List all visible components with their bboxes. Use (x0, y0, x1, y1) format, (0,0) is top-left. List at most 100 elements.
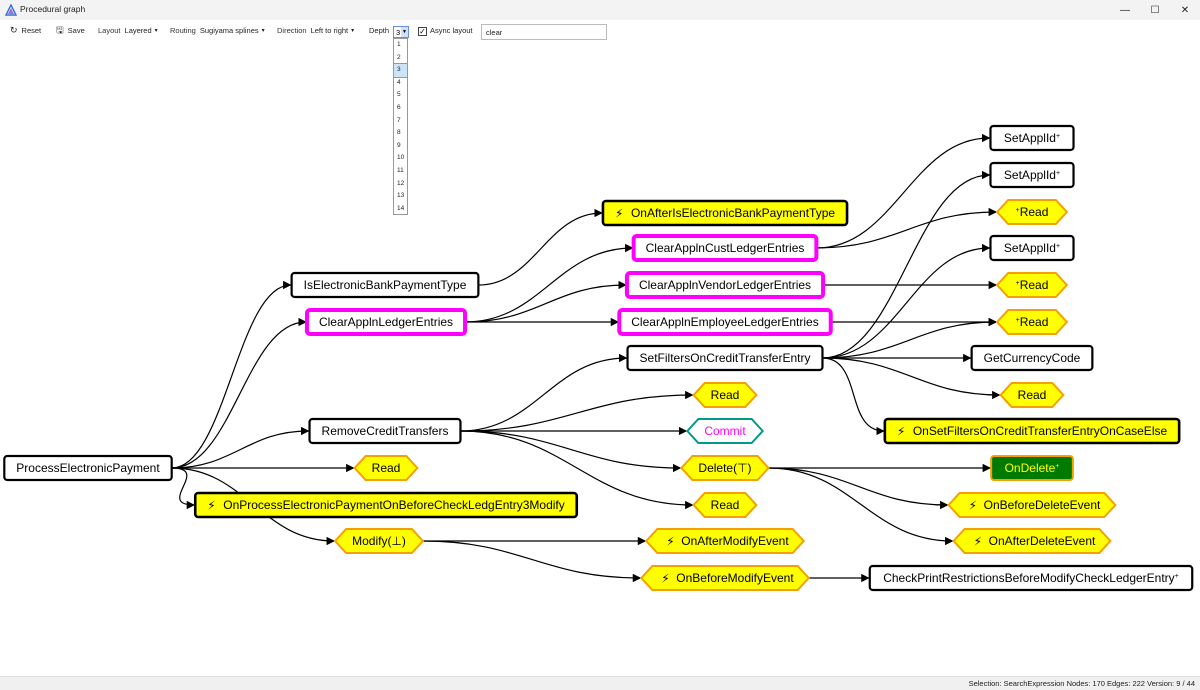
depth-option[interactable]: 5 (397, 91, 401, 99)
reset-button[interactable]: ↻ Reset (10, 25, 41, 36)
routing-dropdown[interactable]: Routing Sugiyama splines ▾ (170, 26, 265, 35)
depth-option[interactable]: 1 (397, 41, 401, 48)
graph-node-oade[interactable]: ⚡ OnAfterDeleteEvent (952, 528, 1112, 554)
graph-node-sai1[interactable]: SetApplId+ (989, 124, 1075, 152)
graph-node-read2[interactable]: Read (692, 382, 758, 408)
graph-node-read4[interactable]: +Read (995, 199, 1069, 225)
graph-node-ondelete[interactable]: OnDelete+ (990, 455, 1074, 481)
layout-dropdown[interactable]: Layout Layered ▾ (98, 26, 158, 35)
node-shape (304, 308, 468, 336)
graph-node-osfocte[interactable]: ⚡OnSetFiltersOnCreditTransferEntryOnCase… (883, 417, 1181, 445)
node-label: OnBeforeModifyEvent (676, 571, 794, 585)
save-button[interactable]: 🖫 Save (56, 26, 85, 36)
graph-node-oaiebpt[interactable]: ⚡OnAfterIsElectronicBankPaymentType (601, 199, 849, 227)
depth-option[interactable]: 2 (397, 53, 401, 61)
graph-node-capcust[interactable]: ClearApplnCustLedgerEntries (631, 234, 819, 262)
graph-node-iebpt[interactable]: IsElectronicBankPaymentType (290, 271, 480, 299)
depth-option[interactable]: 4 (397, 78, 401, 86)
graph-node-oame[interactable]: ⚡OnAfterModifyEvent (644, 528, 806, 554)
depth-option[interactable]: 3 (393, 63, 408, 78)
graph-edge (171, 467, 196, 510)
async-layout-checkbox[interactable]: ✓ (418, 27, 427, 36)
graph-node-capemp[interactable]: ClearApplnEmployeeLedgerEntries (617, 308, 833, 336)
window-title: Procedural graph (20, 4, 86, 14)
direction-value: Left to right (310, 26, 349, 35)
depth-option[interactable]: 10 (397, 154, 405, 162)
node-label: GetCurrencyCode (984, 351, 1081, 365)
node-shape (990, 455, 1074, 481)
graph-canvas[interactable]: ProcessElectronicPayment IsElectronicBank… (0, 44, 1200, 676)
async-layout-label: Async layout (430, 26, 473, 35)
chevron-down-icon[interactable]: ▼ (401, 27, 408, 37)
minimize-button[interactable]: — (1120, 4, 1130, 16)
graph-edge (460, 430, 694, 510)
node-shape (3, 454, 173, 482)
graph-edge (768, 467, 954, 546)
lightning-icon: ⚡ (974, 535, 982, 549)
lightning-icon: ⚡ (661, 572, 669, 586)
graph-node-rct[interactable]: RemoveCreditTransfers (308, 417, 462, 445)
close-button[interactable]: ✕ (1180, 4, 1190, 16)
depth-option[interactable]: 12 (397, 179, 405, 187)
reset-icon: ↻ (10, 25, 18, 35)
node-shape (995, 199, 1069, 225)
lightning-icon: ⚡ (666, 535, 674, 549)
depth-option[interactable]: 8 (397, 129, 401, 137)
search-input[interactable]: clear (481, 24, 607, 40)
graph-node-pep[interactable]: ProcessElectronicPayment (3, 454, 173, 482)
graph-edge (822, 317, 997, 359)
graph-edge (422, 540, 642, 583)
node-shape (685, 418, 765, 444)
depth-option[interactable]: 9 (397, 141, 401, 149)
node-label: OnAfterDeleteEvent (989, 534, 1096, 548)
node-shape (601, 199, 849, 227)
graph-node-obme[interactable]: ⚡ OnBeforeModifyEvent (639, 565, 811, 591)
graph-node-read7[interactable]: Read (999, 382, 1065, 408)
graph-node-gcc[interactable]: GetCurrencyCode (970, 344, 1094, 372)
depth-value: 3 (396, 27, 401, 37)
routing-label: Routing (170, 26, 196, 35)
node-label: ClearApplnLedgerEntries (319, 315, 453, 329)
graph-node-caple[interactable]: ClearApplnLedgerEntries (304, 308, 468, 336)
graph-node-delete[interactable]: Delete(⊤) (680, 455, 770, 481)
maximize-button[interactable]: ☐ (1150, 4, 1160, 16)
node-label: ClearApplnCustLedgerEntries (646, 241, 805, 255)
direction-dropdown[interactable]: Direction Left to right ▾ (277, 26, 354, 35)
graph-node-sai3[interactable]: SetApplId+ (989, 234, 1075, 262)
graph-edge (465, 280, 627, 323)
lightning-icon: ⚡ (897, 425, 905, 439)
depth-option[interactable]: 13 (397, 192, 405, 200)
graph-node-sfocte[interactable]: SetFiltersOnCreditTransferEntry (626, 344, 824, 372)
depth-option[interactable]: 7 (397, 116, 401, 124)
graph-node-capvend[interactable]: ClearApplnVendorLedgerEntries (624, 271, 826, 299)
graph-node-read3[interactable]: Read (692, 492, 758, 518)
depth-option[interactable]: 6 (397, 103, 401, 111)
graph-node-cprb[interactable]: CheckPrintRestrictionsBeforeModifyCheckL… (868, 564, 1194, 592)
depth-option[interactable]: 14 (397, 204, 405, 212)
status-bar: Selection: SearchExpression Nodes: 170 E… (0, 676, 1200, 690)
depth-option[interactable]: 11 (397, 166, 404, 174)
node-label: RemoveCreditTransfers (322, 424, 449, 438)
graph-node-modify[interactable]: Modify(⊥) (333, 528, 425, 554)
graph-node-obde[interactable]: ⚡OnBeforeDeleteEvent (947, 492, 1117, 518)
node-label: OnAfterIsElectronicBankPaymentType (631, 206, 835, 220)
depth-select[interactable]: 3 ▼ (393, 26, 409, 38)
node-label: OnBeforeDeleteEvent (984, 498, 1101, 512)
graph-node-read6[interactable]: +Read (995, 309, 1069, 335)
graph-node-opep[interactable]: ⚡OnProcessElectronicPaymentOnBeforeCheck… (193, 491, 579, 519)
node-label: SetApplId+ (1004, 168, 1060, 182)
graph-node-read5[interactable]: +Read (995, 272, 1069, 298)
node-label: CheckPrintRestrictionsBeforeModifyCheckL… (883, 571, 1179, 585)
graph-node-commit[interactable]: Commit (685, 418, 765, 444)
title-bar: Procedural graph — ☐ ✕ (0, 0, 1200, 20)
lightning-icon: ⚡ (207, 499, 215, 513)
node-label: Commit (704, 424, 746, 438)
graph-node-sai2[interactable]: SetApplId+ (989, 161, 1075, 189)
graph-edge (822, 357, 885, 436)
graph-edge (171, 280, 292, 469)
node-shape (995, 272, 1069, 298)
node-label: +Read (1016, 315, 1049, 329)
graph-node-read1[interactable]: Read (353, 455, 419, 481)
graph-edge (465, 243, 634, 323)
